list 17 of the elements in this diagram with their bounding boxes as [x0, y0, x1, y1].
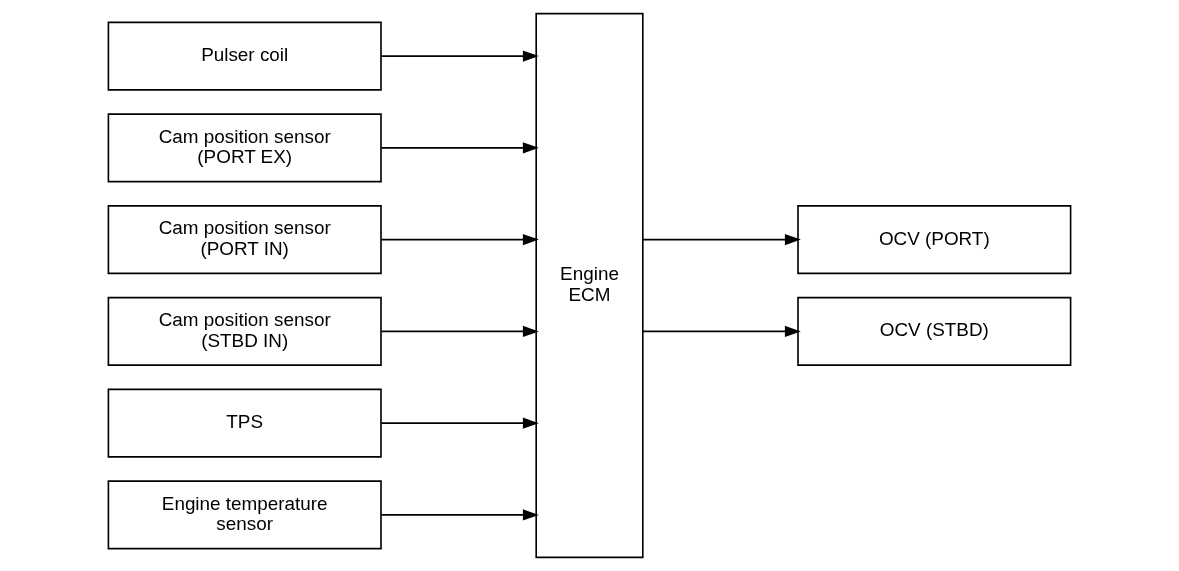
node-box: TPS: [107, 388, 382, 458]
arrow: [380, 325, 539, 337]
arrow: [642, 325, 801, 337]
node-box: Cam position sensor (STBD IN): [107, 296, 382, 366]
node-box: Engine temperature sensor: [107, 480, 382, 550]
node-box: Cam position sensor (PORT IN): [107, 205, 382, 275]
arrow: [380, 50, 539, 62]
arrow: [380, 142, 539, 154]
node-box: OCV (PORT): [797, 205, 1072, 275]
node-box: Engine ECM: [535, 12, 644, 559]
node-box: Cam position sensor (PORT EX): [107, 113, 382, 183]
arrow: [642, 234, 801, 246]
arrow: [380, 509, 539, 521]
arrow: [380, 417, 539, 429]
node-box: Pulser coil: [107, 21, 382, 91]
arrow: [380, 234, 539, 246]
node-box: OCV (STBD): [797, 296, 1072, 366]
